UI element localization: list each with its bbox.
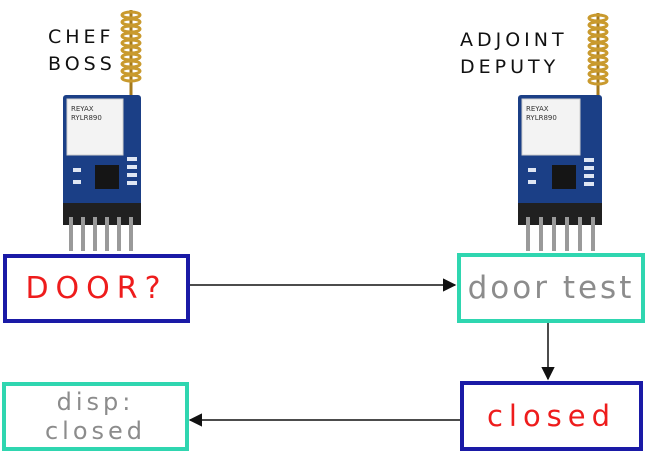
chip-model: RYLR890 [526, 114, 557, 122]
pins [526, 217, 595, 251]
display-box: disp: closed [2, 382, 189, 451]
chip-brand: REYAX [71, 105, 94, 113]
door-query-text: DOOR? [25, 271, 168, 306]
antenna-coil-icon [120, 10, 142, 97]
shield-can [521, 98, 581, 156]
door-query-box: DOOR? [3, 254, 190, 323]
right-label-line1: ADJOINT [460, 29, 568, 51]
right-label-line2: DEPUTY [460, 56, 560, 78]
right-lora-module: REYAX RYLR890 [518, 13, 609, 251]
display-text-line1: disp: [56, 387, 135, 416]
display-text-line2: closed [44, 416, 147, 445]
left-label-line1: CHEF [48, 26, 115, 48]
left-lora-module: REYAX RYLR890 [63, 10, 142, 251]
chip-model: RYLR890 [71, 114, 102, 122]
pins [69, 217, 133, 251]
antenna-coil-icon [587, 13, 609, 100]
closed-text: closed [486, 399, 617, 433]
mcu-chip [95, 165, 119, 189]
chip-brand: REYAX [526, 105, 549, 113]
left-label-line2: BOSS [48, 53, 116, 75]
door-test-box: door test [457, 253, 645, 323]
door-test-text: door test [467, 270, 635, 306]
shield-can [66, 98, 124, 156]
closed-box: closed [460, 381, 643, 451]
mcu-chip [552, 165, 576, 189]
